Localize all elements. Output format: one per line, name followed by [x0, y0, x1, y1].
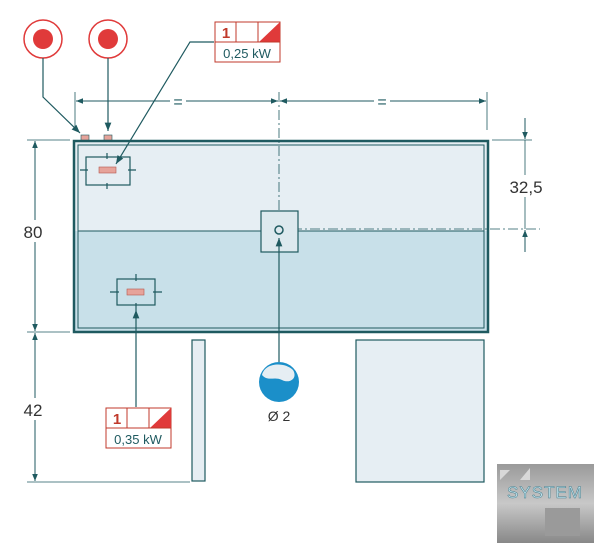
heater-top-label-box: 1 0,25 kW — [214, 21, 281, 63]
heater-bottom-count: 1 — [113, 411, 121, 428]
body-outline — [72, 139, 490, 334]
equal-left-label: = — [173, 94, 182, 111]
water-connection-icon — [259, 362, 299, 402]
heater-top-power: 0,25 kW — [223, 46, 271, 61]
heater-bottom-label-box: 1 0,35 kW — [105, 407, 172, 449]
heater-bottom-power: 0,35 kW — [114, 432, 162, 447]
height-lower-label: 42 — [24, 401, 43, 420]
right-leg — [355, 339, 485, 483]
heater-element-top — [80, 153, 136, 189]
heater-top-count: 1 — [222, 25, 230, 42]
connector-1 — [80, 134, 90, 141]
system-logo: SYSTEM — [497, 464, 594, 543]
water-diameter-label: Ø 2 — [268, 408, 291, 424]
equal-right-label: = — [377, 94, 386, 111]
heater-element-bottom — [110, 274, 162, 310]
svg-text:SYSTEM: SYSTEM — [507, 483, 583, 502]
connector-2 — [103, 134, 113, 141]
indicator-lamp-1-icon — [23, 19, 63, 59]
right-offset-label: 32,5 — [509, 178, 542, 197]
left-leg — [191, 339, 206, 482]
height-upper-label: 80 — [24, 223, 43, 242]
indicator-lamp-2-icon — [88, 19, 128, 59]
